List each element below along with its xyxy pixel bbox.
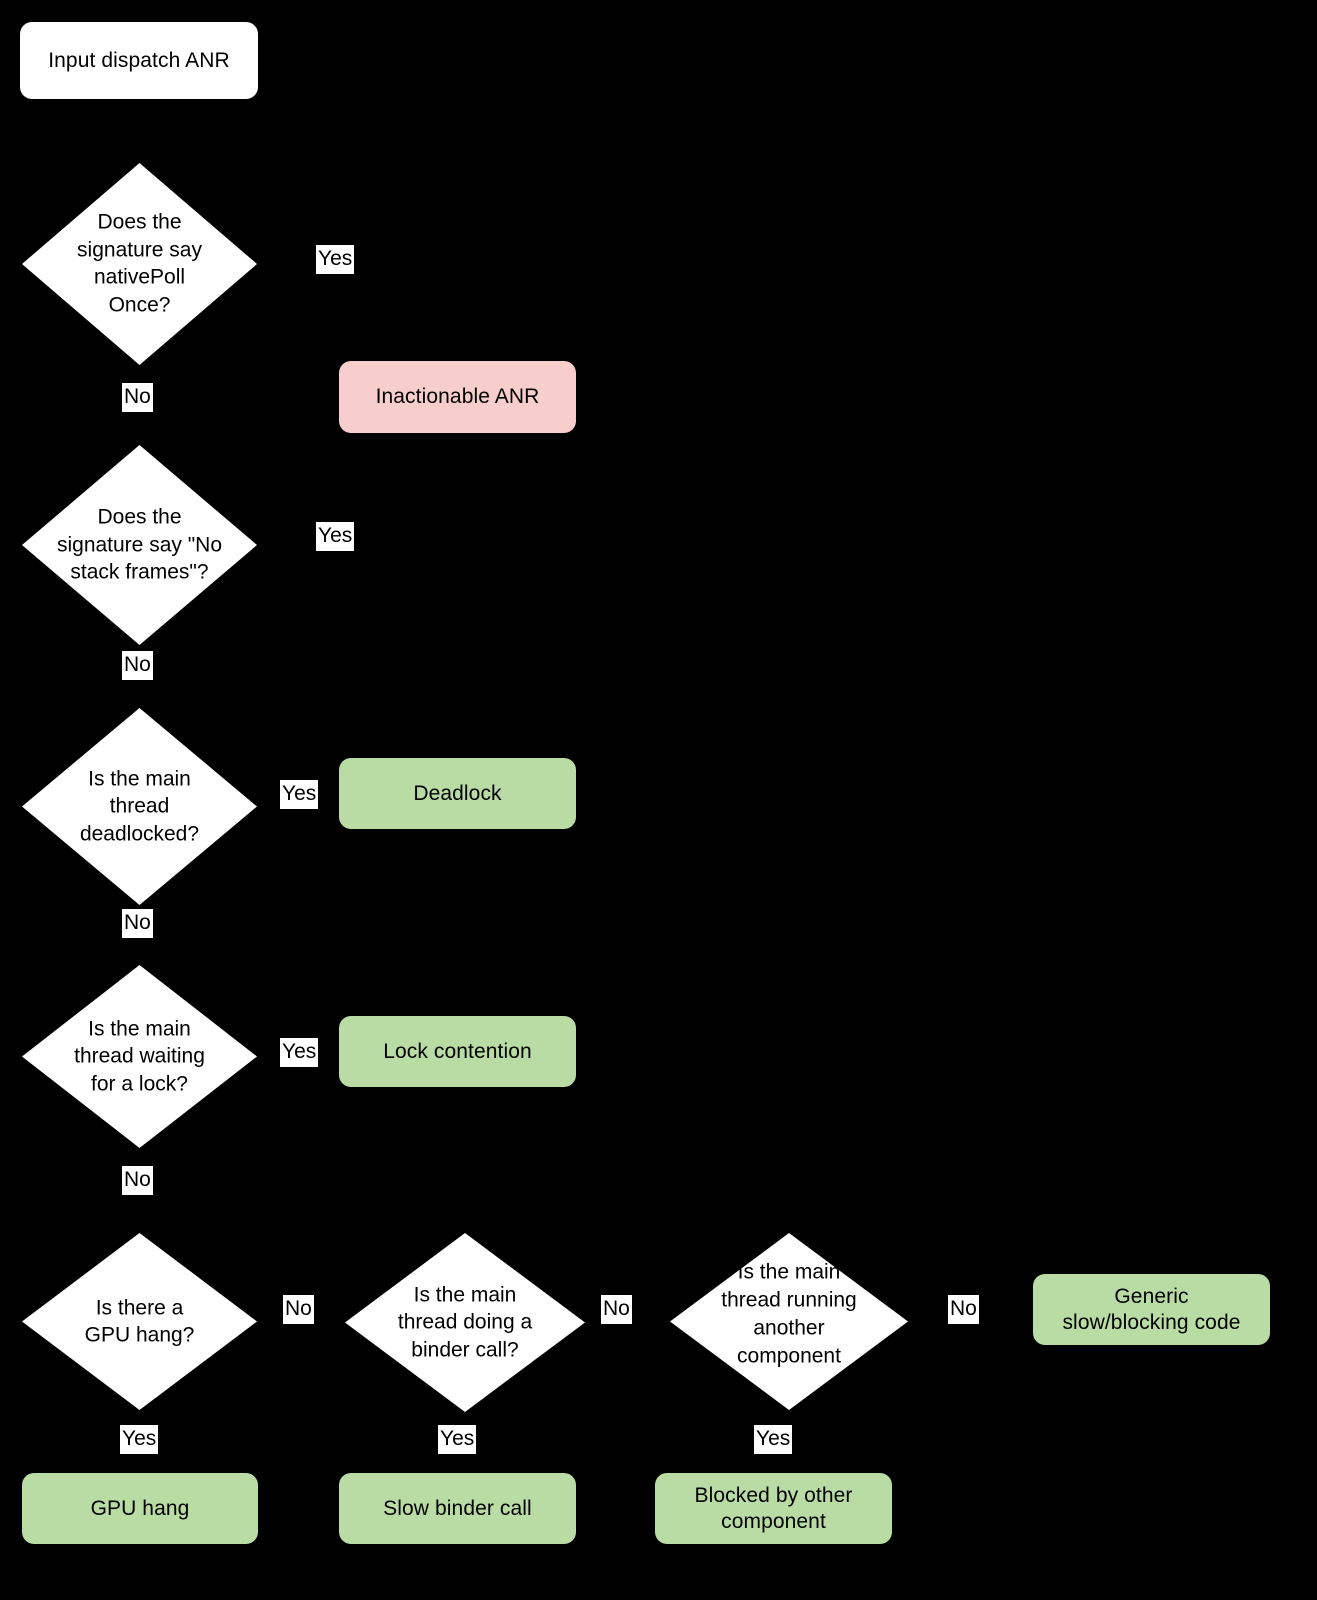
- node-label: Slow binder call: [383, 1496, 532, 1520]
- edge-label-binder-yes: Yes: [438, 1425, 477, 1455]
- node-label: Blocked by other component: [694, 1483, 853, 1533]
- node-label: Inactionable ANR: [375, 385, 540, 409]
- edge-label-gpuhang-no: No: [283, 1295, 314, 1325]
- node-input-dispatch-anr[interactable]: Input dispatch ANR: [20, 22, 258, 99]
- edge-label-nostack-yes: Yes: [316, 522, 355, 552]
- node-decision-main-thread-waiting-lock[interactable]: Is the main thread waiting for a lock?: [22, 965, 257, 1148]
- node-label: Input dispatch ANR: [48, 48, 230, 72]
- diamond-shape: [22, 1233, 257, 1410]
- edge-label-component-yes: Yes: [754, 1425, 793, 1455]
- node-decision-native-poll-once[interactable]: Does the signature say nativePoll Once?: [22, 163, 257, 365]
- connector-nostack-yes-up: [456, 433, 458, 545]
- node-deadlock[interactable]: Deadlock: [339, 758, 576, 829]
- node-decision-gpu-hang[interactable]: Is there a GPU hang?: [22, 1233, 257, 1410]
- node-label: Generic slow/blocking code: [1062, 1284, 1241, 1334]
- edge-label-gpuhang-yes: Yes: [120, 1425, 159, 1455]
- diamond-shape: [22, 965, 257, 1148]
- node-label: Lock contention: [383, 1039, 532, 1063]
- node-inactionable-anr[interactable]: Inactionable ANR: [339, 361, 576, 433]
- node-lock-contention[interactable]: Lock contention: [339, 1016, 576, 1087]
- connector-nativepoll-yes-to-inactionable: [257, 263, 457, 265]
- connector-binder-yes-to-slowbinder: [456, 1412, 458, 1497]
- node-decision-running-another-component[interactable]: Is the main thread running another compo…: [670, 1233, 908, 1410]
- diamond-shape: [670, 1233, 908, 1410]
- edge-label-deadlocked-yes: Yes: [280, 780, 319, 810]
- diamond-shape: [22, 445, 257, 645]
- diamond-shape: [22, 163, 257, 365]
- node-label: GPU hang: [90, 1496, 190, 1520]
- node-slow-binder-call[interactable]: Slow binder call: [339, 1473, 576, 1544]
- connector-nostack-yes-to-inactionable: [257, 544, 457, 546]
- edge-label-nostack-no: No: [122, 651, 153, 681]
- connector-start-to-nativepoll: [138, 98, 140, 163]
- diamond-shape: [22, 708, 257, 905]
- edge-label-binder-no: No: [601, 1295, 632, 1325]
- node-decision-binder-call[interactable]: Is the main thread doing a binder call?: [345, 1233, 585, 1412]
- node-gpu-hang[interactable]: GPU hang: [22, 1473, 258, 1544]
- node-label: Deadlock: [413, 781, 502, 805]
- edge-label-waitlock-yes: Yes: [280, 1038, 319, 1068]
- connector-nativepoll-yes-down: [456, 263, 458, 361]
- edge-label-nativepoll-yes: Yes: [316, 245, 355, 275]
- node-blocked-by-other-component[interactable]: Blocked by other component: [655, 1473, 892, 1544]
- node-decision-no-stack-frames[interactable]: Does the signature say "No stack frames"…: [22, 445, 257, 645]
- node-decision-main-thread-deadlocked[interactable]: Is the main thread deadlocked?: [22, 708, 257, 905]
- edge-label-component-no: No: [948, 1295, 979, 1325]
- edge-label-waitlock-no: No: [122, 1166, 153, 1196]
- node-generic-slow-blocking-code[interactable]: Generic slow/blocking code: [1033, 1274, 1270, 1345]
- edge-label-nativepoll-no: No: [122, 383, 153, 413]
- edge-label-deadlocked-no: No: [122, 909, 153, 939]
- diamond-shape: [345, 1233, 585, 1412]
